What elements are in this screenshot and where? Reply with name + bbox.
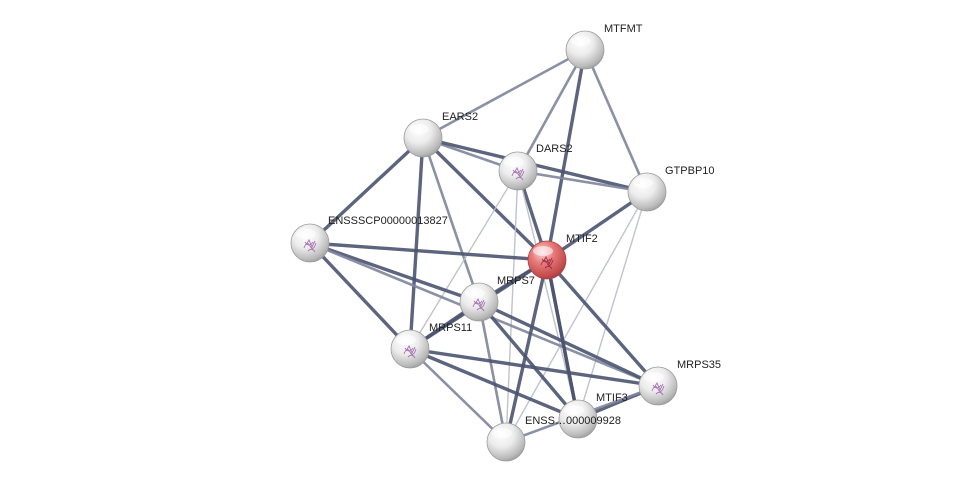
node-enssscp00000013827-highlight [296,229,316,239]
edge-dars2-mtif3[interactable] [517,170,579,420]
node-ears2[interactable]: EARS2 [403,111,478,158]
node-mrps7[interactable]: MRPS7 [459,275,535,322]
node-label-dars2: DARS2 [536,143,573,155]
protein-structure-icon [303,239,317,253]
node-dars2[interactable]: DARS2 [498,143,573,191]
protein-structure-icon [540,256,554,270]
edge-mrps11-unlabeled_bottom[interactable] [409,348,507,443]
node-label-mrps11: MRPS11 [429,322,472,334]
edge-gtpbp10-mtif3[interactable] [577,191,648,420]
protein-structure-icon [472,298,486,312]
edge-dars2-gtpbp10[interactable] [517,169,648,194]
node-mrps35-highlight [644,372,664,382]
edge-ears2-mtif2[interactable] [421,136,549,262]
node-label-mtif3: MTIF3 [596,392,628,404]
edge-mtfmt-dars2[interactable] [516,49,587,172]
node-dars2-highlight [504,157,524,167]
edge-ears2-mrps11[interactable] [408,137,425,350]
edge-enssscp00000013827-mtif2[interactable] [309,241,548,262]
node-mtif3[interactable]: MTIF3 [558,392,628,439]
edge-enssscp00000013827-mrps11[interactable] [308,241,412,351]
edge-dars2-unlabeled_bottom[interactable] [505,170,519,443]
node-unlabeled_bottom-highlight [492,428,512,438]
edge-mtif2-mrps35[interactable] [545,258,660,388]
nodes-layer: MTFMT EARS2DARS2GTPBP10ENSSSCP00000013827… [290,23,721,462]
node-mrps11[interactable]: MRPS11 [390,322,472,369]
edge-mtfmt-gtpbp10[interactable] [583,49,649,193]
node-label-mtfmt: MTFMT [604,23,643,35]
edge-mrps7-mtif3[interactable] [477,300,580,421]
node-label-ears2: EARS2 [442,111,478,123]
node-enssscp00000009928[interactable]: ENSS…000009928 [525,415,621,427]
edge-ears2-enssscp00000013827[interactable] [308,136,425,245]
protein-structure-icon [403,345,417,359]
node-mtfmt-highlight [571,36,591,46]
node-mtif3-highlight [564,405,584,415]
edge-enssscp00000013827-mrps7[interactable] [309,241,480,304]
node-label-mtif2: MTIF2 [566,233,598,245]
node-gtpbp10-highlight [633,178,653,188]
node-label-enssscp00000013827: ENSSSCP00000013827 [328,215,448,227]
edge-mrps7-unlabeled_bottom[interactable] [477,301,508,443]
node-label-mrps7: MRPS7 [497,275,535,287]
protein-structure-icon [651,382,665,396]
node-mrps11-highlight [396,335,416,345]
edges-layer [308,48,660,444]
edge-mtfmt-ears2[interactable] [422,48,586,140]
edge-mrps11-mrps35[interactable] [409,347,659,388]
edge-ears2-mrps7[interactable] [421,137,481,303]
node-label-enssscp00000009928: ENSS…000009928 [525,415,621,427]
node-enssscp00000013827[interactable]: ENSSSCP00000013827 [290,215,448,263]
node-unlabeled_bottom[interactable] [486,422,526,462]
node-mrps7-highlight [465,288,485,298]
edge-dars2-mrps11[interactable] [409,170,519,350]
edge-gtpbp10-mtif2[interactable] [546,190,648,262]
edge-mtif2-unlabeled_bottom[interactable] [504,259,549,443]
node-mtif2-highlight [533,246,553,256]
edge-mrps7-mrps35[interactable] [478,300,659,388]
node-label-gtpbp10: GTPBP10 [665,165,715,177]
node-mrps35[interactable]: MRPS35 [638,359,721,406]
node-mtif2[interactable]: MTIF2 [527,233,598,280]
node-ears2-highlight [409,124,429,134]
edge-mrps11-mtif3[interactable] [409,347,579,421]
node-gtpbp10[interactable]: GTPBP10 [627,165,715,212]
node-mtfmt[interactable]: MTFMT [565,23,643,70]
node-label-mrps35: MRPS35 [677,359,721,371]
edge-mtfmt-mtif2[interactable] [545,49,587,261]
protein-structure-icon [511,167,525,181]
